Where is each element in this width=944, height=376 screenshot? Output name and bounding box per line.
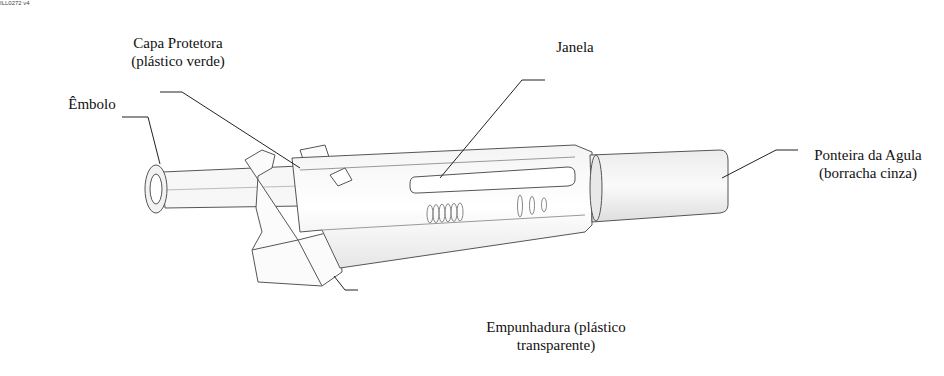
barrel-ring (518, 195, 523, 217)
plunger (145, 165, 302, 213)
part-label: Ponteira da Agula (borracha cinza) (800, 146, 936, 182)
part-label: Empunhadura (plástico transparente) (470, 318, 642, 354)
part-label: Capa Protetora (plástico verde) (112, 34, 244, 70)
leader-lines (122, 80, 798, 290)
coil-winding (451, 203, 457, 221)
needle-cover (590, 150, 728, 222)
coil-winding (433, 205, 439, 223)
part-label: Êmbolo (60, 95, 124, 113)
coil-winding (457, 203, 463, 221)
barrel-detail (427, 195, 547, 223)
coil-winding (427, 205, 433, 223)
barrel-ring (530, 196, 535, 214)
window (410, 167, 575, 193)
drawing-code: ILL0272 v4 (0, 0, 944, 7)
coil-winding (439, 204, 445, 222)
protective-cap (292, 145, 592, 268)
part-label: Janela (540, 38, 610, 56)
coil-winding (445, 204, 451, 222)
barrel-ring (542, 198, 547, 212)
